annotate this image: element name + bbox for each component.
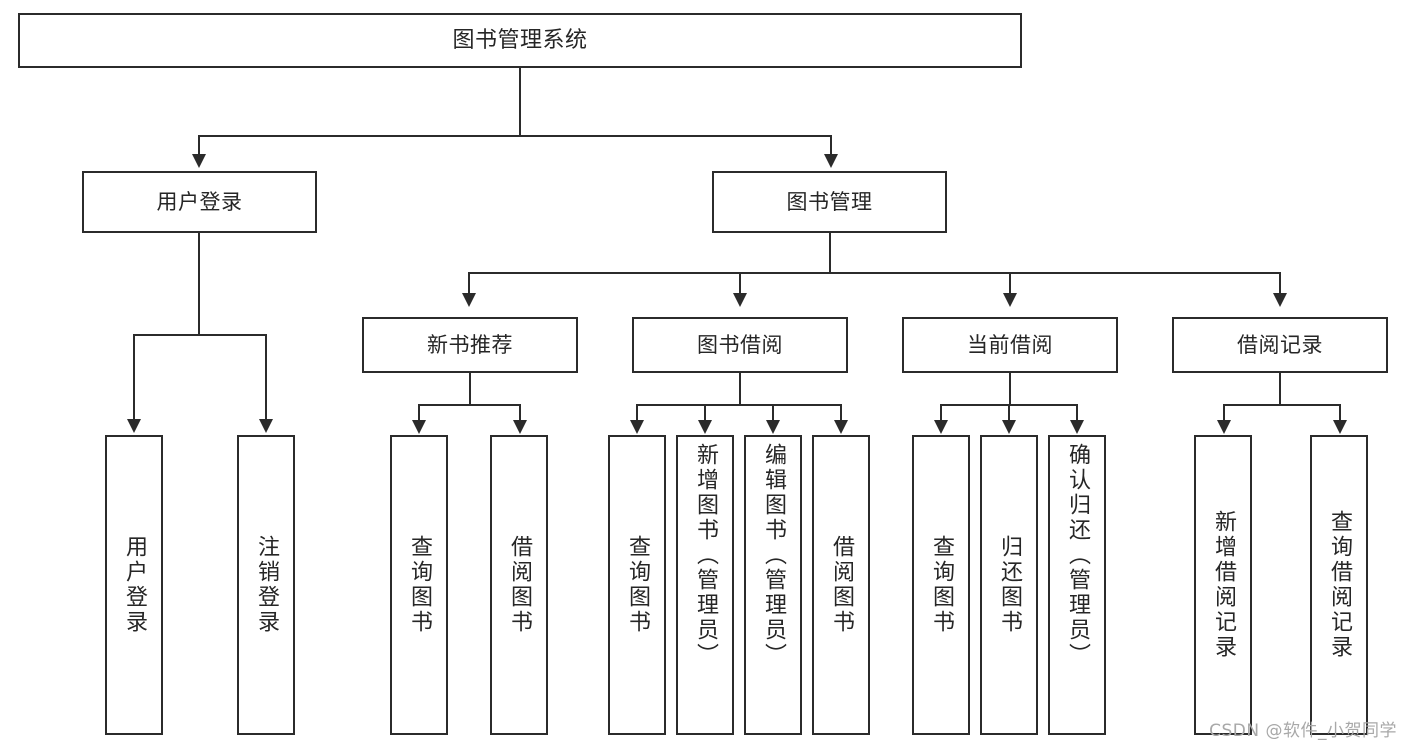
edge-current-borrow-leaf-2	[1008, 404, 1010, 421]
node-label: 用户登录	[156, 189, 243, 214]
node-label: 查询借阅记录	[1327, 510, 1352, 660]
node-label: 借阅图书	[829, 535, 854, 635]
edge-book-borrow-stem	[739, 373, 741, 405]
arrow-book-manage-to-current-borrow	[1003, 293, 1017, 307]
edge-book-manage-to-new-book-rec	[468, 272, 470, 294]
node-label: 查询图书	[407, 535, 432, 635]
edge-root-to-user-login	[198, 135, 200, 155]
leaf-user-login-1[interactable]: 用户登录	[105, 435, 163, 735]
edge-borrow-record-bar	[1223, 404, 1341, 406]
node-borrow-record[interactable]: 借阅记录	[1172, 317, 1388, 373]
node-label: 图书管理系统	[452, 27, 588, 53]
edge-user-login-bar	[133, 334, 266, 336]
leaf-current-borrow-2[interactable]: 归还图书	[980, 435, 1038, 735]
edge-book-borrow-leaf-4	[840, 404, 842, 421]
edge-current-borrow-leaf-3	[1076, 404, 1078, 421]
edge-book-manage-to-current-borrow	[1009, 272, 1011, 294]
node-label: 图书管理	[786, 189, 873, 214]
arrow-current-borrow-leaf-2	[1002, 420, 1016, 434]
edge-book-borrow-leaf-3	[772, 404, 774, 421]
edge-book-manage-to-borrow-record	[1279, 272, 1281, 294]
edge-new-book-rec-stem	[469, 373, 471, 405]
node-label: 归还图书	[997, 535, 1022, 635]
arrow-book-manage-to-borrow-record	[1273, 293, 1287, 307]
arrow-book-borrow-leaf-1	[630, 420, 644, 434]
leaf-book-borrow-1[interactable]: 查询图书	[608, 435, 666, 735]
arrow-borrow-record-leaf-1	[1217, 420, 1231, 434]
edge-borrow-record-leaf-2	[1339, 404, 1341, 421]
arrow-new-book-rec-leaf-2	[513, 420, 527, 434]
node-label: 查询图书	[625, 535, 650, 635]
leaf-new-book-rec-2[interactable]: 借阅图书	[490, 435, 548, 735]
arrow-book-manage-to-new-book-rec	[462, 293, 476, 307]
node-label: 新增图书（管理员）	[693, 443, 718, 668]
edge-user-login-stem	[198, 233, 200, 335]
leaf-borrow-record-2[interactable]: 查询借阅记录	[1310, 435, 1368, 735]
node-new-book-rec[interactable]: 新书推荐	[362, 317, 578, 373]
edge-borrow-record-stem	[1279, 373, 1281, 405]
leaf-current-borrow-3[interactable]: 确认归还（管理员）	[1048, 435, 1106, 735]
arrow-book-borrow-leaf-2	[698, 420, 712, 434]
edge-book-borrow-bar	[636, 404, 841, 406]
node-label: 借阅记录	[1237, 332, 1323, 357]
edge-root-stem	[519, 68, 521, 136]
leaf-book-borrow-4[interactable]: 借阅图书	[812, 435, 870, 735]
node-label: 借阅图书	[507, 535, 532, 635]
edge-book-manage-to-book-borrow	[739, 272, 741, 294]
csdn-watermark: CSDN @软件_小贺同学	[1209, 721, 1397, 741]
arrow-current-borrow-leaf-3	[1070, 420, 1084, 434]
node-label: 新书推荐	[427, 332, 513, 357]
arrow-borrow-record-leaf-2	[1333, 420, 1347, 434]
edge-user-login-leaf-2	[265, 334, 267, 420]
node-label: 用户登录	[122, 535, 147, 635]
leaf-borrow-record-1[interactable]: 新增借阅记录	[1194, 435, 1252, 735]
edge-book-borrow-leaf-1	[636, 404, 638, 421]
edge-root-bar	[198, 135, 832, 137]
node-root-system[interactable]: 图书管理系统	[18, 13, 1022, 68]
edge-current-borrow-leaf-1	[940, 404, 942, 421]
arrow-new-book-rec-leaf-1	[412, 420, 426, 434]
edge-new-book-rec-leaf-2	[519, 404, 521, 421]
node-label: 编辑图书（管理员）	[761, 443, 786, 668]
edge-new-book-rec-leaf-1	[418, 404, 420, 421]
leaf-current-borrow-1[interactable]: 查询图书	[912, 435, 970, 735]
arrow-root-to-user-login	[192, 154, 206, 168]
leaf-new-book-rec-1[interactable]: 查询图书	[390, 435, 448, 735]
node-book-borrow[interactable]: 图书借阅	[632, 317, 848, 373]
node-label: 图书借阅	[697, 332, 783, 357]
edge-root-to-book-manage	[830, 135, 832, 155]
edge-book-manage-bar	[468, 272, 1281, 274]
edge-book-borrow-leaf-2	[704, 404, 706, 421]
edge-new-book-rec-bar	[418, 404, 521, 406]
node-label: 确认归还（管理员）	[1065, 443, 1090, 668]
arrow-book-borrow-leaf-3	[766, 420, 780, 434]
node-user-login[interactable]: 用户登录	[82, 171, 317, 233]
node-label: 注销登录	[254, 535, 279, 635]
edge-book-manage-stem	[829, 233, 831, 273]
node-label: 当前借阅	[967, 332, 1053, 357]
leaf-book-borrow-2[interactable]: 新增图书（管理员）	[676, 435, 734, 735]
arrow-book-manage-to-book-borrow	[733, 293, 747, 307]
edge-current-borrow-stem	[1009, 373, 1011, 405]
edge-borrow-record-leaf-1	[1223, 404, 1225, 421]
leaf-book-borrow-3[interactable]: 编辑图书（管理员）	[744, 435, 802, 735]
arrow-root-to-book-manage	[824, 154, 838, 168]
node-label: 查询图书	[929, 535, 954, 635]
arrow-user-login-leaf-1	[127, 419, 141, 433]
node-current-borrow[interactable]: 当前借阅	[902, 317, 1118, 373]
arrow-current-borrow-leaf-1	[934, 420, 948, 434]
node-label: 新增借阅记录	[1211, 510, 1236, 660]
node-book-manage[interactable]: 图书管理	[712, 171, 947, 233]
edge-user-login-leaf-1	[133, 334, 135, 420]
arrow-book-borrow-leaf-4	[834, 420, 848, 434]
leaf-user-login-2[interactable]: 注销登录	[237, 435, 295, 735]
arrow-user-login-leaf-2	[259, 419, 273, 433]
